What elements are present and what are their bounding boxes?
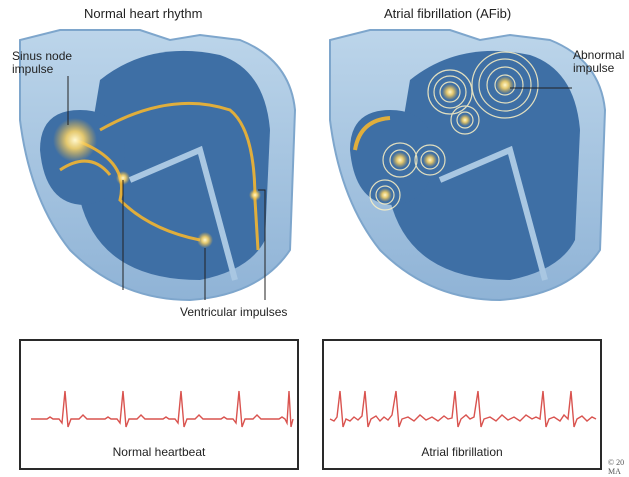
ecg-normal-label: Normal heartbeat	[21, 445, 297, 459]
ecg-afib-panel: Atrial fibrillation	[322, 339, 602, 470]
copyright-notice: © 20 MA	[608, 458, 624, 476]
ecg-normal-panel: Normal heartbeat	[19, 339, 299, 470]
ventricular-impulses-label: Ventricular impulses	[180, 306, 287, 319]
ecg-afib-label: Atrial fibrillation	[324, 445, 600, 459]
abnormal-impulse-label: Abnormal impulse	[573, 49, 629, 75]
afib-heart	[330, 30, 605, 300]
sinus-node-label: Sinus node impulse	[12, 50, 107, 76]
